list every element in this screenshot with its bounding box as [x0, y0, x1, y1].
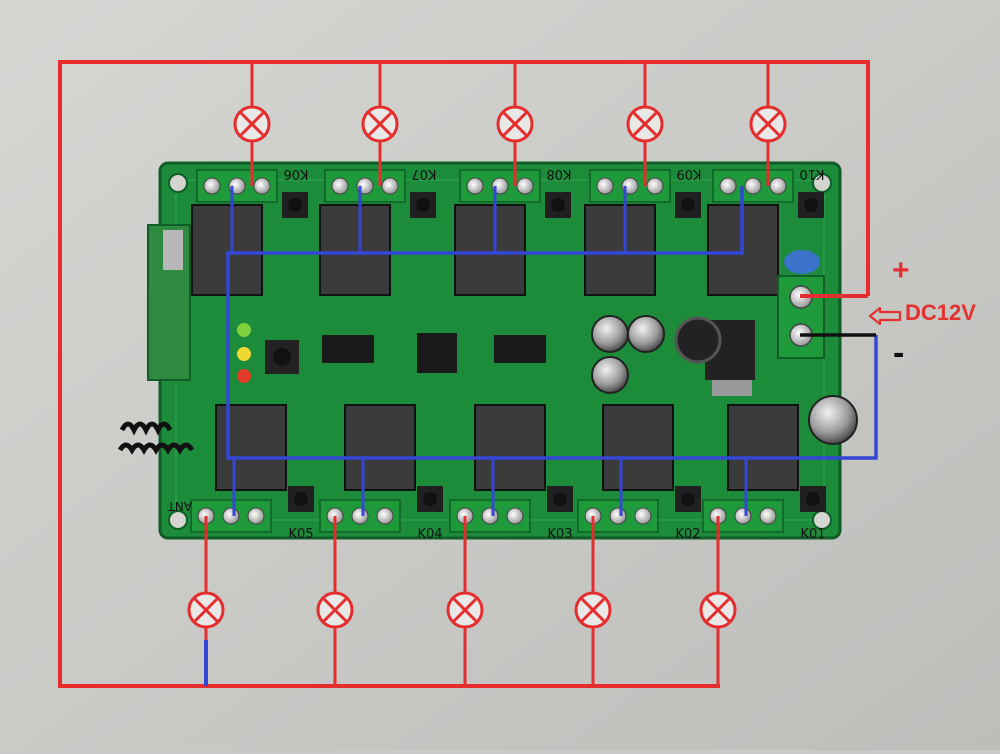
relay-label-top: K10 — [799, 166, 824, 181]
power-terminal — [777, 275, 825, 359]
push-buttons — [282, 192, 826, 512]
screw — [222, 507, 240, 525]
screw — [247, 507, 265, 525]
screw — [466, 177, 484, 195]
relay-label-bottom: K05 — [288, 527, 313, 542]
lamp-cross — [452, 597, 478, 623]
screw — [376, 507, 394, 525]
relay-label-bottom: K03 — [547, 527, 572, 542]
screw — [734, 507, 752, 525]
relay-bottom — [344, 404, 416, 491]
relay-label-top: K08 — [546, 166, 571, 181]
minus-label: - — [893, 334, 905, 372]
relay-label-top: K09 — [676, 166, 701, 181]
lamp-icon — [749, 105, 787, 143]
lamp-cross — [580, 597, 606, 623]
lamp-icon — [496, 105, 534, 143]
push-button-cap — [423, 492, 437, 506]
input-arrow-icon — [868, 306, 902, 326]
screw — [516, 177, 534, 195]
push-button-cap — [294, 492, 308, 506]
push-button-cap — [551, 198, 565, 212]
lamp-cross — [367, 111, 393, 137]
relay-label-top: K07 — [411, 166, 436, 181]
plus-label: + — [892, 254, 910, 287]
push-button-cap — [806, 492, 820, 506]
lamp-cross — [755, 111, 781, 137]
lamp-icon — [361, 105, 399, 143]
lamp-cross — [502, 111, 528, 137]
antenna-label: ANT — [167, 499, 192, 513]
lamp-icon — [626, 105, 664, 143]
lamp-icon — [699, 591, 737, 629]
screw — [481, 507, 499, 525]
capacitors — [591, 250, 858, 445]
push-button-cap — [804, 198, 818, 212]
push-button-cap — [288, 198, 302, 212]
lamp-cross — [193, 597, 219, 623]
screw — [596, 177, 614, 195]
screw — [646, 177, 664, 195]
lamp-icon — [316, 591, 354, 629]
rf-module — [147, 224, 191, 381]
lamp-cross — [632, 111, 658, 137]
screw — [759, 507, 777, 525]
lamp-icon — [187, 591, 225, 629]
relay-label-bottom: K04 — [417, 527, 442, 542]
integrated-circuits — [322, 320, 755, 396]
relay-bottom — [474, 404, 546, 491]
relay-top — [584, 204, 656, 296]
relay-top — [319, 204, 391, 296]
screw — [331, 177, 349, 195]
lamp-cross — [239, 111, 265, 137]
voltage-label: DC12V — [905, 300, 976, 325]
screw — [744, 177, 762, 195]
screw — [381, 177, 399, 195]
screw — [203, 177, 221, 195]
push-button-cap — [681, 198, 695, 212]
push-button-cap — [681, 492, 695, 506]
screw — [506, 507, 524, 525]
lamps — [187, 105, 787, 629]
screw — [609, 507, 627, 525]
antenna-coil — [117, 421, 195, 455]
screw — [351, 507, 369, 525]
terminal-blocks — [190, 169, 794, 533]
screw — [719, 177, 737, 195]
lamp-icon — [574, 591, 612, 629]
neutral-wire-loop — [226, 186, 878, 460]
relay-label-bottom: K01 — [800, 527, 825, 542]
status-leds — [237, 323, 299, 383]
screw — [634, 507, 652, 525]
relay-label-top: K06 — [283, 166, 308, 181]
screw — [253, 177, 271, 195]
lamp-cross — [705, 597, 731, 623]
lamp-cross — [322, 597, 348, 623]
push-button-cap — [416, 198, 430, 212]
lamp-icon — [446, 591, 484, 629]
screw — [769, 177, 787, 195]
relay-bottom — [727, 404, 799, 491]
relay-bottom — [602, 404, 674, 491]
relay-label-bottom: K02 — [675, 527, 700, 542]
live-wire-outer — [58, 60, 870, 688]
relay-top — [454, 204, 526, 296]
lamp-icon — [233, 105, 271, 143]
push-button-cap — [553, 492, 567, 506]
